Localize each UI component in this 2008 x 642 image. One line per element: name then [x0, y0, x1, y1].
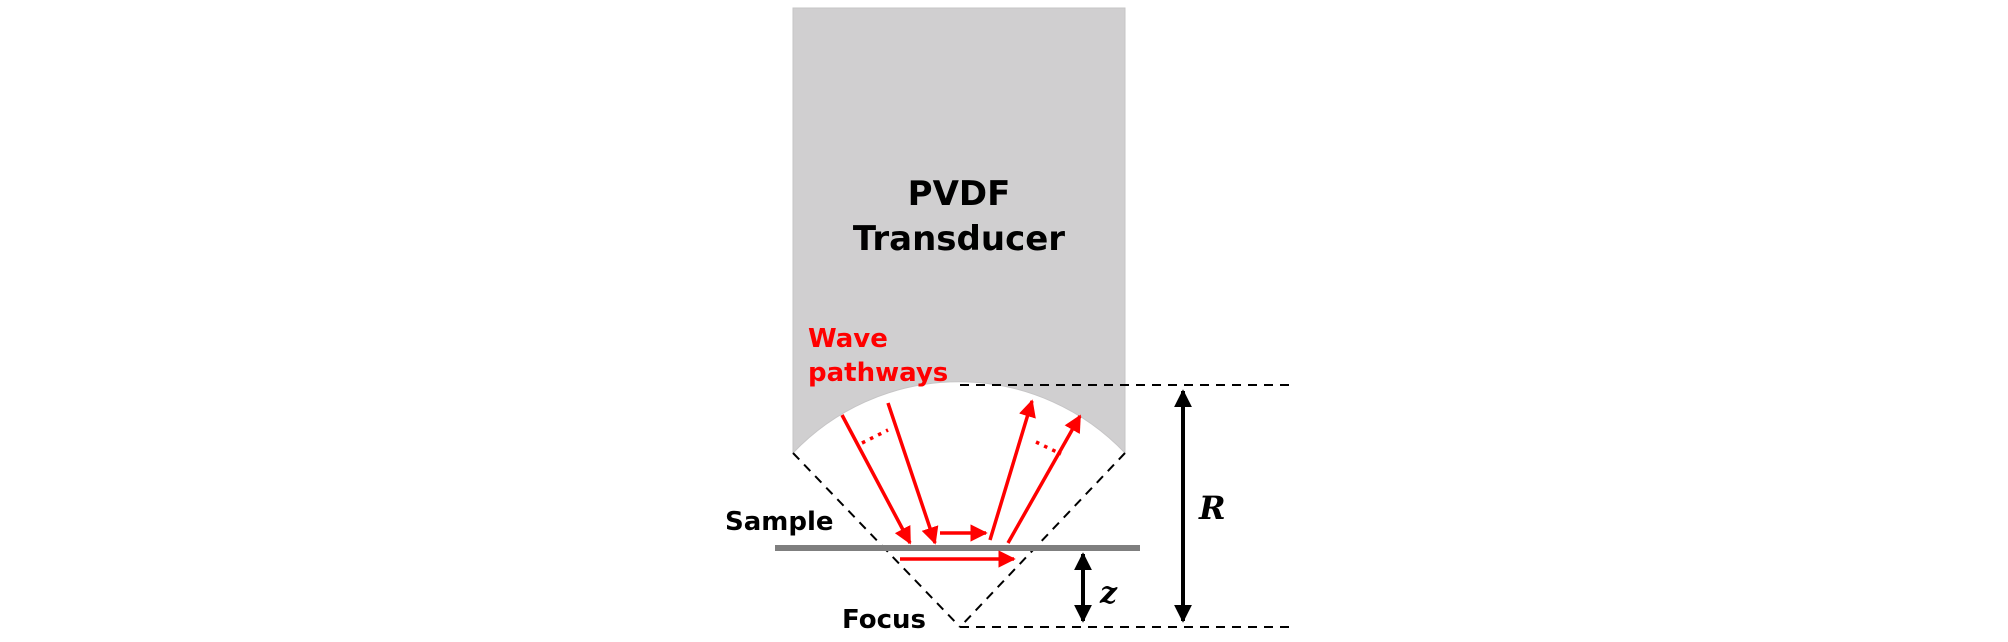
wave-dots-left — [861, 428, 889, 445]
focus-label: Focus — [842, 605, 926, 635]
transducer-label-line1: PVDF — [908, 174, 1011, 214]
transducer-body — [792, 7, 1126, 455]
wave-arrow-incident-1 — [840, 414, 912, 545]
wave-arrow-reflected-2 — [1006, 414, 1082, 544]
wave-arrow-reflected-1 — [988, 399, 1036, 541]
z-label: z — [1099, 576, 1118, 611]
wave-pathways — [840, 399, 1082, 568]
focus-cone-left — [792, 452, 961, 628]
transducer-label-line2: Transducer — [853, 219, 1065, 259]
wave-dots-right — [1035, 440, 1062, 456]
radius-label: R — [1198, 489, 1226, 527]
focus-cone-right — [959, 452, 1126, 628]
wave-pathways-label-line1: Wave — [808, 324, 888, 354]
sample-label: Sample — [725, 507, 834, 537]
wave-pathways-label-line2: pathways — [808, 358, 948, 388]
wave-arrow-incident-2 — [886, 402, 939, 545]
